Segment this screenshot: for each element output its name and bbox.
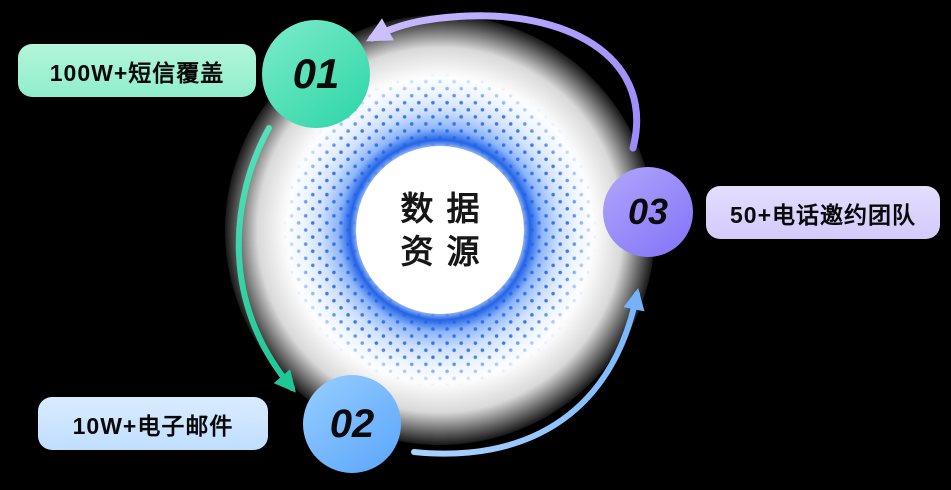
step-01-circle: 01 — [262, 20, 370, 128]
center-title-line2: 资源 — [400, 232, 493, 270]
step-02-circle: 02 — [303, 375, 401, 473]
step-03-label: 50+电话邀约团队 — [706, 186, 940, 239]
center-title: 数据 资源 — [401, 190, 480, 271]
step-03-number: 03 — [627, 191, 669, 232]
step-02-label: 10W+电子邮件 — [38, 397, 268, 450]
step-02-number: 02 — [329, 401, 375, 446]
step-03-circle: 03 — [603, 167, 693, 257]
center-title-line1: 数据 — [400, 189, 493, 227]
center-circle: 数据 资源 — [356, 146, 524, 314]
step-01-number: 01 — [292, 50, 340, 97]
step-01-label: 100W+短信覆盖 — [18, 44, 256, 97]
